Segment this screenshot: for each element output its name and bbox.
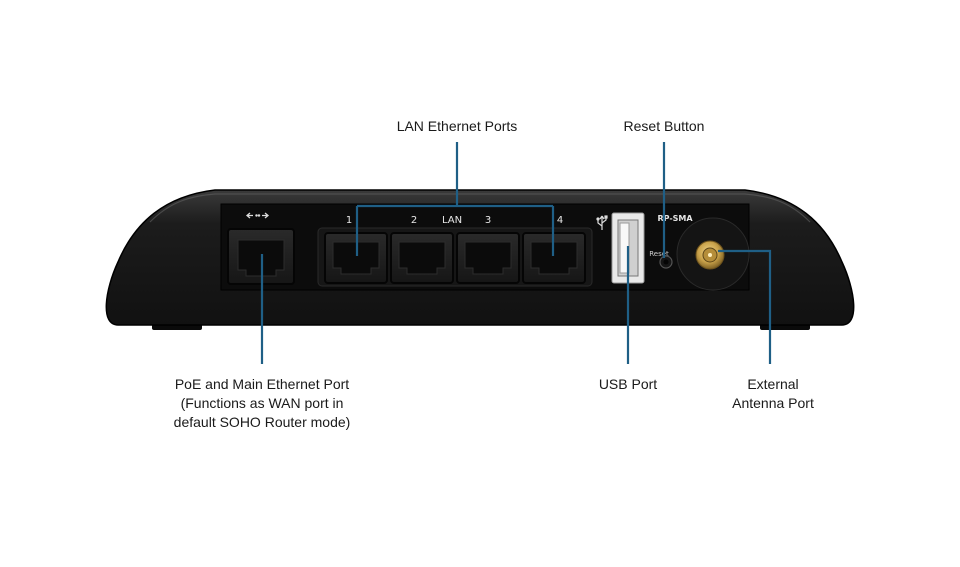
antenna-leader-line bbox=[718, 249, 772, 364]
antenna-pin bbox=[708, 253, 712, 257]
callout-line: Reset Button bbox=[623, 118, 705, 134]
callout-line: PoE and Main Ethernet Port bbox=[174, 376, 350, 392]
port-number-2: 2 bbox=[411, 215, 417, 226]
usb-icon bbox=[596, 215, 608, 230]
callout-line: (Functions as WAN port in bbox=[180, 395, 344, 411]
reset-label: Reset bbox=[649, 250, 669, 258]
lan-port[interactable] bbox=[324, 232, 388, 284]
wan-icon bbox=[245, 212, 270, 219]
lan-label: LAN bbox=[442, 215, 462, 226]
lan-leader-line bbox=[355, 142, 555, 256]
callout-line: USB Port bbox=[598, 376, 658, 392]
usb-port-callout: USB Port bbox=[568, 375, 688, 394]
reset-button-callout: Reset Button bbox=[594, 117, 734, 136]
body-highlight bbox=[149, 193, 811, 223]
port-number-1: 1 bbox=[346, 215, 352, 226]
lan-ports-callout: LAN Ethernet Ports bbox=[357, 117, 557, 136]
reset-button-hole bbox=[663, 259, 669, 265]
callout-line: default SOHO Router mode) bbox=[173, 414, 351, 430]
antenna-port-callout: External Antenna Port bbox=[705, 375, 841, 413]
lan-port[interactable] bbox=[522, 232, 586, 284]
port-number-3: 3 bbox=[485, 215, 491, 226]
callout-line: External bbox=[747, 376, 799, 392]
leader-lines bbox=[260, 142, 772, 364]
lan-port[interactable] bbox=[456, 232, 520, 284]
lan-port[interactable] bbox=[390, 232, 454, 284]
callout-line: LAN Ethernet Ports bbox=[396, 118, 518, 134]
poe-port-callout: PoE and Main Ethernet Port (Functions as… bbox=[132, 375, 392, 432]
port-number-4: 4 bbox=[557, 215, 563, 226]
callout-line: Antenna Port bbox=[732, 395, 814, 411]
antenna-type-label: RP-SMA bbox=[657, 214, 693, 223]
